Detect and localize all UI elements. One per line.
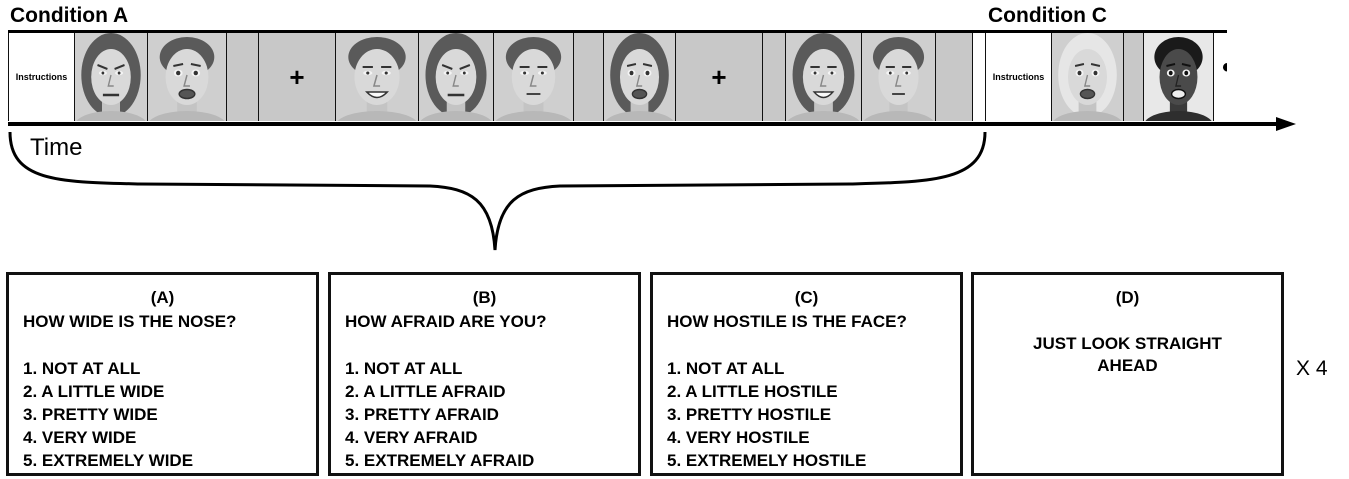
face-frame-neutral-male	[494, 33, 574, 121]
fixation-frame: +	[259, 33, 336, 121]
fixation-cross: +	[289, 61, 305, 92]
blank-frame	[763, 33, 786, 121]
blank-frame	[227, 33, 259, 121]
question-text: HOW AFRAID ARE YOU?	[345, 312, 547, 331]
face-photo	[604, 33, 675, 121]
face-photo	[75, 33, 147, 121]
answer-options: 1. NOT AT ALL 2. A LITTLE AFRAID 3. PRET…	[345, 357, 534, 472]
answer-options: 1. NOT AT ALL 2. A LITTLE HOSTILE 3. PRE…	[667, 357, 866, 472]
answer-option: 4. VERY AFRAID	[345, 428, 478, 447]
condition-a-stimulus-strip: Instructions + +	[8, 33, 985, 121]
question-text: JUST LOOK STRAIGHT AHEAD	[1033, 334, 1222, 375]
condition-a-bar	[8, 30, 985, 33]
condition-a-label: Condition A	[10, 4, 129, 27]
question-letter: (D)	[1115, 288, 1140, 307]
answer-option: 5. EXTREMELY AFRAID	[345, 451, 535, 470]
answer-option: 2. A LITTLE HOSTILE	[667, 382, 838, 401]
time-label: Time	[30, 134, 83, 161]
face-photo	[336, 33, 418, 121]
face-photo	[148, 33, 226, 121]
answer-option: 3. PRETTY WIDE	[23, 405, 158, 424]
answer-option: 2. A LITTLE AFRAID	[345, 382, 506, 401]
face-photo	[419, 33, 493, 121]
fixation-frame: +	[676, 33, 763, 121]
answer-option: 1. NOT AT ALL	[667, 359, 785, 378]
answer-options: 1. NOT AT ALL 2. A LITTLE WIDE 3. PRETTY…	[23, 357, 193, 472]
face-frame-happy-male	[336, 33, 419, 121]
blank-frame	[936, 33, 973, 121]
face-frame-happy-female	[786, 33, 862, 121]
answer-option: 1. NOT AT ALL	[23, 359, 141, 378]
question-box-c: (C) HOW HOSTILE IS THE FACE? 1. NOT AT A…	[650, 272, 963, 476]
blank-frame	[574, 33, 604, 121]
question-letter: (C)	[794, 288, 819, 307]
face-frame-fearful-male-dark	[1144, 33, 1214, 121]
answer-option: 4. VERY HOSTILE	[667, 428, 810, 447]
face-frame-neutral-male-2	[862, 33, 936, 121]
question-box-a: (A) HOW WIDE IS THE NOSE? 1. NOT AT ALL …	[6, 272, 319, 476]
answer-option: 5. EXTREMELY WIDE	[23, 451, 194, 470]
question-box-b: (B) HOW AFRAID ARE YOU? 1. NOT AT ALL 2.…	[328, 272, 641, 476]
answer-option: 4. VERY WIDE	[23, 428, 137, 447]
face-frame-fearful-female-blonde	[1052, 33, 1124, 121]
face-photo	[1052, 33, 1123, 121]
instructions-frame: Instructions	[985, 33, 1052, 121]
answer-option: 3. PRETTY HOSTILE	[667, 405, 832, 424]
instructions-frame: Instructions	[8, 33, 75, 121]
face-frame-fearful-male	[148, 33, 227, 121]
condition-c-stimulus-strip: Instructions • • •	[985, 33, 1227, 121]
instructions-label: Instructions	[992, 72, 1045, 82]
fixation-cross: +	[711, 61, 727, 92]
instructions-label: Instructions	[15, 72, 68, 82]
condition-c-bar	[985, 30, 1227, 33]
answer-option: 3. PRETTY AFRAID	[345, 405, 499, 424]
face-photo	[494, 33, 573, 121]
face-photo	[1144, 33, 1213, 121]
blank-frame	[1124, 33, 1144, 121]
question-text: HOW HOSTILE IS THE FACE?	[667, 312, 907, 331]
curly-brace	[8, 131, 987, 251]
question-box-d: (D) JUST LOOK STRAIGHT AHEAD	[971, 272, 1284, 476]
question-letter: (A)	[150, 288, 175, 307]
time-axis-arrow	[8, 117, 1296, 131]
condition-c-label: Condition C	[988, 4, 1107, 27]
ellipsis-icon: • • •	[1222, 51, 1227, 121]
face-photo	[862, 33, 935, 121]
face-photo	[786, 33, 861, 121]
repeat-count-label: X 4	[1296, 357, 1328, 380]
continuation-dots: • • •	[1214, 33, 1227, 121]
answer-option: 1. NOT AT ALL	[345, 359, 463, 378]
face-frame-angry-female-2	[419, 33, 494, 121]
question-text: HOW WIDE IS THE NOSE?	[23, 312, 237, 331]
question-letter: (B)	[472, 288, 497, 307]
face-frame-fearful-female	[604, 33, 676, 121]
answer-option: 5. EXTREMELY HOSTILE	[667, 451, 867, 470]
answer-option: 2. A LITTLE WIDE	[23, 382, 165, 401]
face-frame-angry-female	[75, 33, 148, 121]
